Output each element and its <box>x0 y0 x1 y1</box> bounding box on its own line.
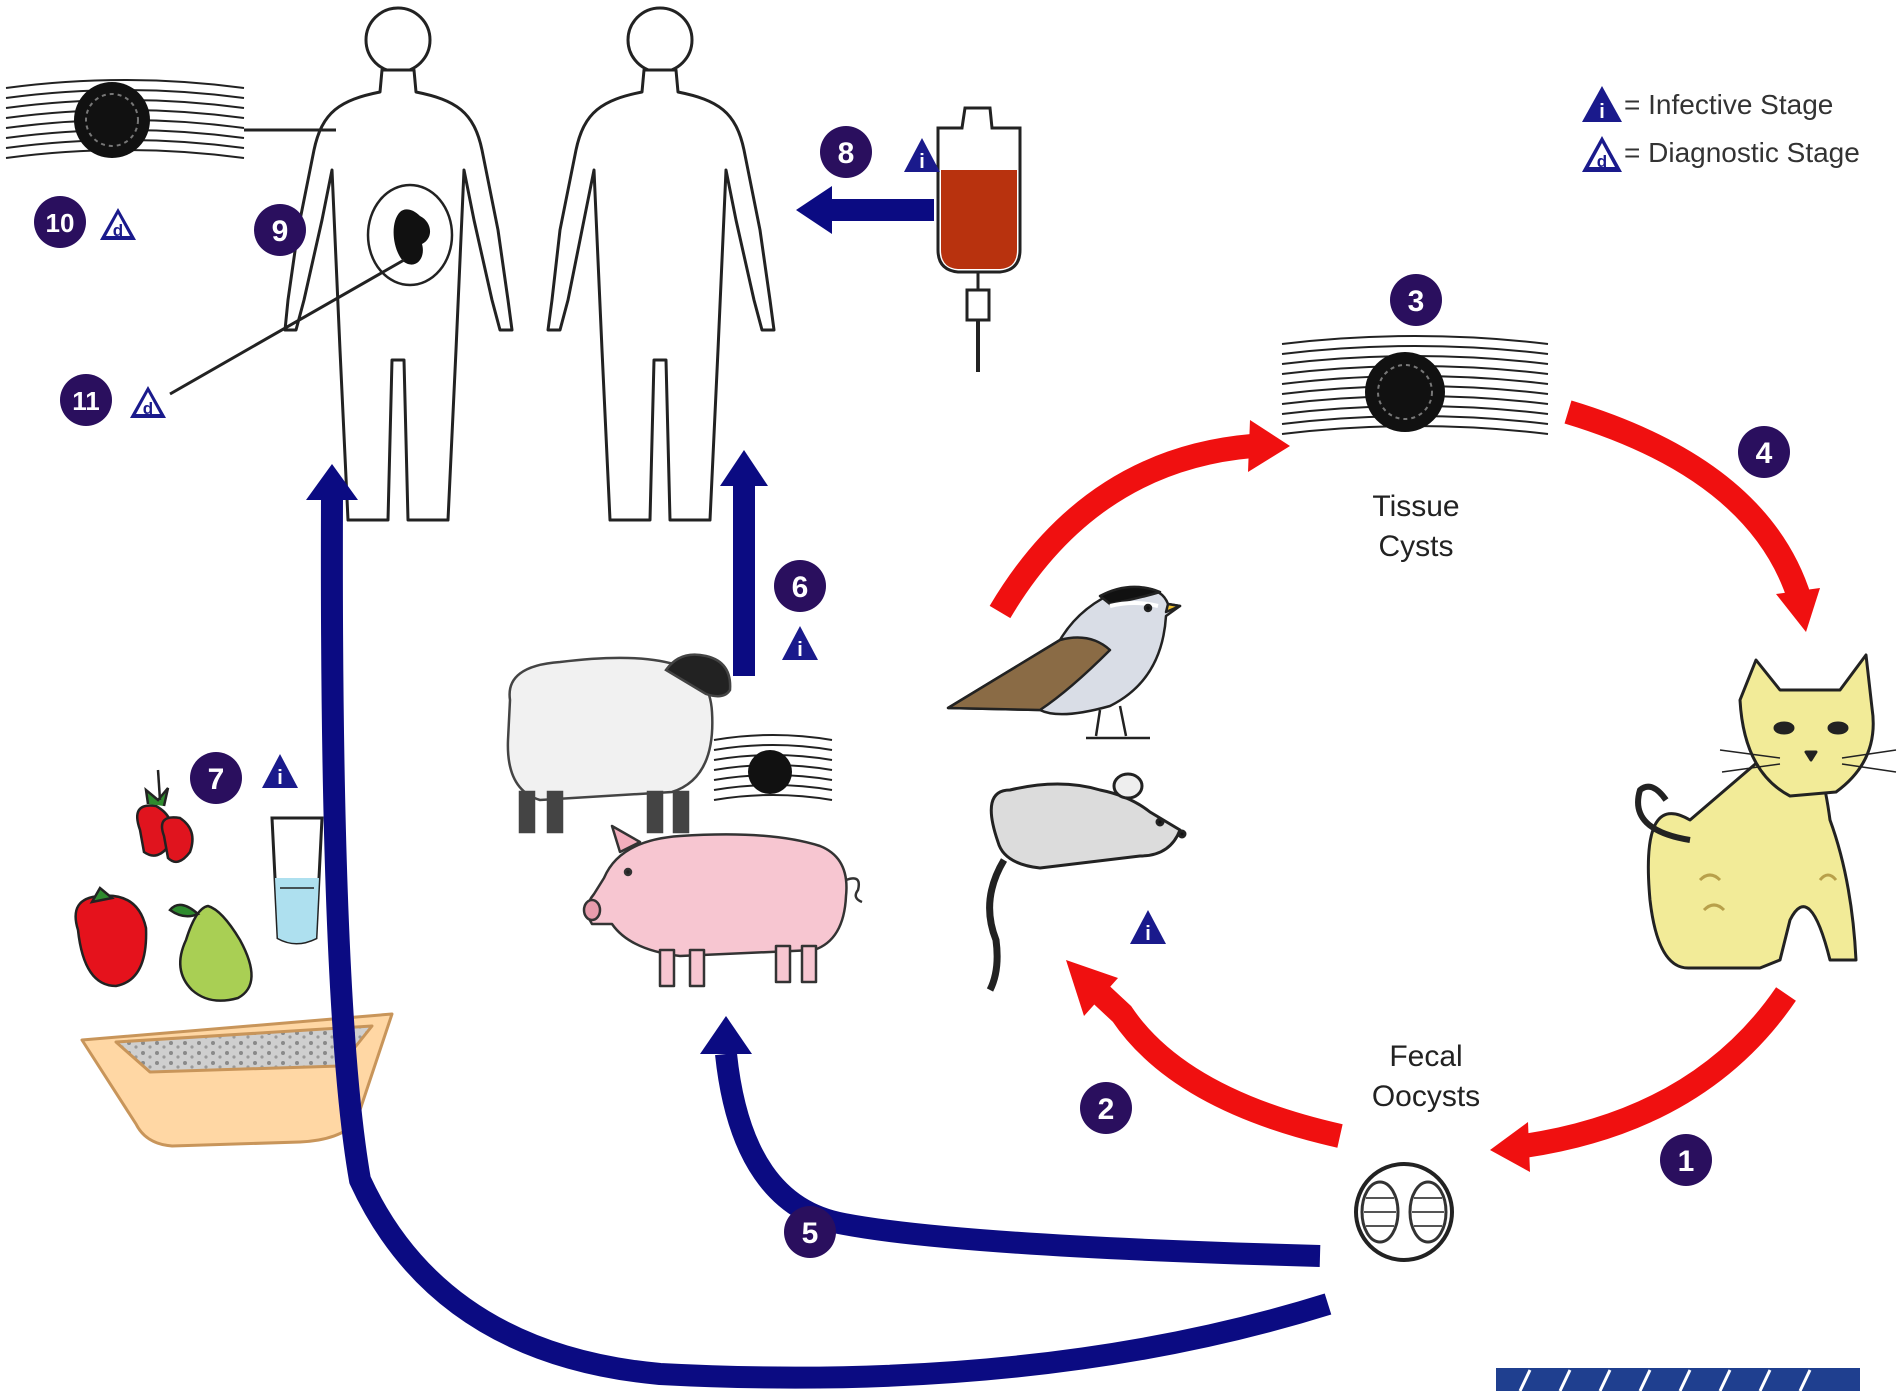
svg-text:7: 7 <box>208 763 225 796</box>
svg-text:11: 11 <box>72 386 100 416</box>
svg-text:4: 4 <box>1756 437 1773 470</box>
svg-text:5: 5 <box>802 1217 819 1250</box>
svg-text:i: i <box>919 151 925 173</box>
diagnostic-stage-icon-11: d <box>130 386 166 418</box>
svg-text:10: 10 <box>46 208 75 238</box>
logo-strip-icon <box>1496 1368 1860 1391</box>
svg-text:i: i <box>1145 923 1151 945</box>
arrow-cat-to-oocyst <box>1522 987 1796 1158</box>
pig-icon <box>582 824 863 988</box>
fecal-oocysts-label-line1: Fecal <box>1389 1040 1462 1073</box>
fruit-icon <box>74 769 253 1002</box>
svg-text:8: 8 <box>838 137 855 170</box>
arrow-cyst-to-cat <box>1564 400 1812 604</box>
diagnostic-pointer-line <box>169 258 405 396</box>
fetus-icon <box>393 209 431 265</box>
arrow-oocyst-to-human <box>320 495 1332 1389</box>
arrow-rodent-to-cyst <box>989 434 1254 619</box>
tissue-cyst-icon-meat <box>713 734 833 801</box>
infective-stage-icon-7: i <box>262 754 298 789</box>
legend-diagnostic-icon: d <box>1582 136 1622 172</box>
step-4: 4 <box>1738 426 1790 478</box>
legend-diagnostic-label: = Diagnostic Stage <box>1624 137 1860 168</box>
arrow-oocyst-to-rodent <box>1083 977 1343 1148</box>
blue-arrowheads <box>306 186 832 1054</box>
svg-text:i: i <box>1599 101 1605 123</box>
step-2: 2 <box>1080 1082 1132 1134</box>
svg-text:i: i <box>277 767 283 789</box>
svg-text:i: i <box>797 639 803 661</box>
sheep-icon <box>506 653 732 834</box>
step-8: 8 <box>820 126 872 178</box>
red-arrowheads <box>1066 420 1820 1172</box>
svg-text:6: 6 <box>792 571 809 604</box>
fecal-oocysts-label-line2: Oocysts <box>1372 1080 1480 1113</box>
blue-arrows <box>320 199 1332 1389</box>
cat-icon <box>1635 653 1897 970</box>
svg-text:2: 2 <box>1098 1093 1115 1126</box>
step-7: 7 <box>190 752 242 804</box>
step-6: 6 <box>774 560 826 612</box>
legend: i = Infective Stage d = Diagnostic Stage <box>1582 86 1860 172</box>
infective-stage-icon-8: i <box>904 138 940 173</box>
bird-icon <box>946 585 1182 740</box>
litter-box-icon <box>80 1012 394 1148</box>
arrow-oocyst-to-intermediate-hosts <box>715 1052 1321 1267</box>
svg-text:d: d <box>143 399 153 418</box>
step-9: 9 <box>254 204 306 256</box>
svg-text:d: d <box>1597 152 1607 171</box>
human-body-right-icon <box>546 6 776 522</box>
step-10: 10 <box>34 196 86 248</box>
svg-text:1: 1 <box>1678 1145 1695 1178</box>
oocyst-icon <box>1354 1162 1454 1262</box>
svg-text:d: d <box>113 221 123 240</box>
blood-transfusion-bag-icon <box>936 106 1022 372</box>
tissue-cyst-icon-cycle <box>1281 335 1549 435</box>
legend-infective-icon: i <box>1582 86 1622 123</box>
water-glass-icon <box>270 816 324 945</box>
tissue-cysts-label-line1: Tissue <box>1372 490 1459 523</box>
svg-text:9: 9 <box>272 215 289 248</box>
diagnostic-stage-icon-10: d <box>100 208 136 240</box>
tissue-cyst-icon-human <box>5 79 336 159</box>
step-5: 5 <box>784 1206 836 1258</box>
svg-text:3: 3 <box>1408 285 1425 318</box>
step-1: 1 <box>1660 1134 1712 1186</box>
step-11: 11 <box>60 374 112 426</box>
legend-infective-label: = Infective Stage <box>1624 89 1833 120</box>
tissue-cysts-label-line2: Cysts <box>1379 530 1454 563</box>
infective-stage-icon-mouse: i <box>1130 910 1166 945</box>
red-arrows <box>989 400 1812 1158</box>
infective-stage-icon-6: i <box>782 626 818 661</box>
step-3: 3 <box>1390 274 1442 326</box>
mouse-icon <box>986 772 1187 992</box>
